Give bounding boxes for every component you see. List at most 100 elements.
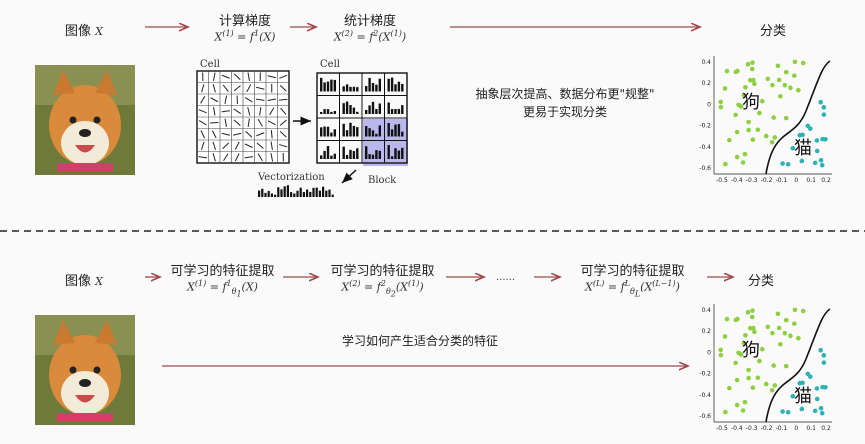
histogram-bar bbox=[327, 146, 329, 159]
histogram-bar bbox=[353, 108, 355, 114]
histogram-bar bbox=[379, 79, 381, 92]
top-stage-2: 统计梯度 X(2) = f2(X(1)) bbox=[315, 10, 425, 44]
point-class-a bbox=[735, 155, 740, 160]
point-class-a bbox=[746, 368, 751, 373]
point-class-a bbox=[784, 70, 789, 75]
vector-bar bbox=[316, 188, 318, 197]
point-class-b bbox=[815, 149, 820, 154]
histogram-bar bbox=[323, 127, 325, 137]
point-class-a bbox=[743, 333, 748, 338]
x-tick-label: -0.3 bbox=[746, 177, 758, 184]
histogram-bar bbox=[356, 87, 358, 91]
vector-bar bbox=[287, 185, 289, 197]
histogram-bar bbox=[323, 109, 325, 114]
histogram-bar bbox=[368, 78, 370, 92]
point-class-b bbox=[805, 124, 810, 129]
histogram-bar bbox=[356, 148, 358, 159]
histogram-bar bbox=[379, 104, 381, 114]
point-class-a bbox=[733, 113, 738, 118]
point-class-a bbox=[743, 152, 748, 157]
histogram-bar bbox=[391, 129, 393, 136]
x-tick-label: -0.4 bbox=[731, 425, 743, 432]
point-class-a bbox=[792, 321, 797, 326]
y-tick-label: 0.4 bbox=[701, 59, 711, 66]
y-tick-label: -0.4 bbox=[699, 392, 711, 399]
vector-bar bbox=[328, 190, 330, 197]
x-tick-label: -0.5 bbox=[716, 177, 728, 184]
bottom-stage-2: 可学习的特征提取 X(2) = f2θ2(X(1)) bbox=[320, 260, 445, 298]
histogram-bar bbox=[343, 86, 345, 91]
x-tick-label: -0.5 bbox=[716, 425, 728, 432]
vector-bar bbox=[312, 188, 314, 197]
point-class-a bbox=[756, 127, 761, 132]
point-class-a bbox=[784, 364, 789, 369]
point-class-b bbox=[818, 100, 823, 105]
vector-bar bbox=[303, 192, 305, 197]
histogram-bar bbox=[349, 105, 351, 114]
y-tick-label: 0.4 bbox=[701, 307, 711, 314]
point-class-a bbox=[723, 162, 728, 167]
point-class-b bbox=[822, 360, 827, 365]
histogram-cell-grid bbox=[316, 72, 408, 166]
point-class-a bbox=[723, 86, 728, 91]
point-class-a bbox=[772, 135, 777, 140]
histogram-bar bbox=[368, 105, 370, 114]
point-class-b bbox=[822, 105, 827, 110]
x-tick-label: -0.4 bbox=[731, 177, 743, 184]
point-class-a bbox=[748, 326, 753, 331]
point-class-a bbox=[723, 410, 728, 415]
histogram-bar bbox=[330, 133, 332, 137]
histogram-bar bbox=[365, 86, 367, 91]
histogram-bar bbox=[401, 105, 403, 114]
point-class-a bbox=[743, 85, 748, 90]
point-class-a bbox=[778, 94, 783, 99]
point-class-b bbox=[780, 161, 785, 166]
point-class-b bbox=[813, 409, 818, 414]
histogram-bar bbox=[356, 127, 358, 136]
point-class-b bbox=[815, 386, 820, 391]
point-class-a bbox=[778, 342, 783, 347]
dog-photo-bottom bbox=[35, 315, 135, 425]
point-class-a bbox=[793, 308, 798, 313]
histogram-bar bbox=[327, 82, 329, 92]
histogram-bar bbox=[368, 128, 370, 136]
point-class-b bbox=[800, 407, 805, 412]
point-class-a bbox=[735, 317, 740, 322]
histogram-bar bbox=[388, 79, 390, 92]
bottom-stage2-title: 可学习的特征提取 bbox=[320, 260, 445, 279]
x-tick-label: -0.2 bbox=[761, 425, 773, 432]
bottom-stageL-formula: X(L) = fLθL(X(L−1)) bbox=[565, 279, 700, 298]
histogram-bar bbox=[349, 123, 351, 137]
point-class-a bbox=[725, 317, 730, 322]
histogram-bar bbox=[375, 109, 377, 114]
histogram-bar bbox=[375, 150, 377, 159]
histogram-bar bbox=[320, 112, 322, 114]
vector-bar bbox=[261, 189, 263, 197]
y-tick-label: 0 bbox=[707, 349, 711, 356]
point-class-b bbox=[820, 163, 825, 168]
point-class-a bbox=[750, 60, 755, 65]
point-class-b bbox=[800, 133, 805, 138]
point-class-a bbox=[719, 353, 724, 358]
histogram-bar bbox=[398, 82, 400, 92]
point-class-a bbox=[788, 334, 793, 339]
point-class-a bbox=[735, 69, 740, 74]
point-class-a bbox=[756, 375, 761, 380]
point-class-a bbox=[723, 334, 728, 339]
point-class-a bbox=[801, 309, 806, 314]
x-tick-label: -0.1 bbox=[776, 177, 788, 184]
point-class-b bbox=[822, 112, 827, 117]
point-class-b bbox=[815, 397, 820, 402]
histogram-bar bbox=[372, 155, 374, 159]
histogram-bar bbox=[346, 155, 348, 159]
cell-label-2: Cell bbox=[320, 59, 340, 70]
histogram-bar bbox=[401, 84, 403, 92]
point-class-a bbox=[766, 325, 771, 330]
histogram-bar bbox=[346, 102, 348, 114]
point-class-a bbox=[788, 86, 793, 91]
point-class-b bbox=[800, 159, 805, 164]
histogram-bar bbox=[323, 82, 325, 91]
histogram-bar bbox=[372, 130, 374, 136]
vector-bar bbox=[306, 190, 308, 197]
vector-bar bbox=[284, 186, 286, 197]
